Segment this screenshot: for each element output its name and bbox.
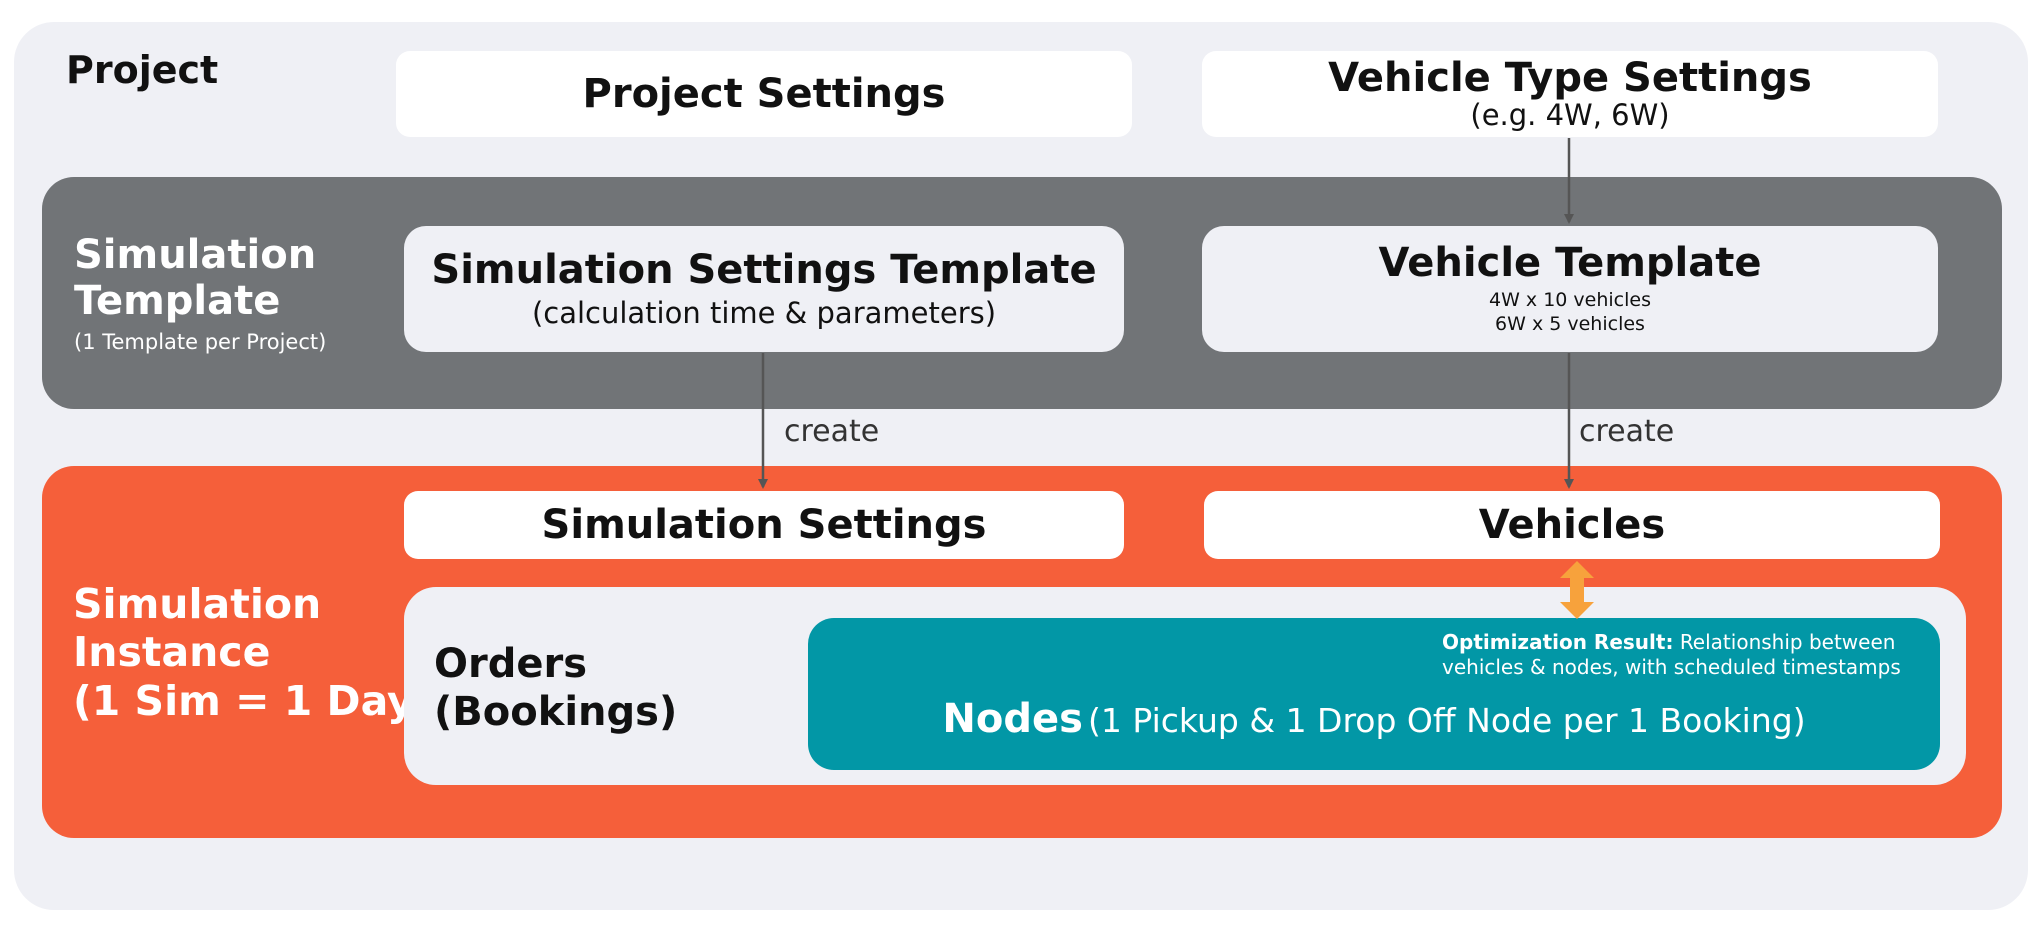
vehicles-title: Vehicles — [1478, 502, 1666, 548]
nodes-panel — [808, 618, 1940, 770]
simulation-settings-template-box: Simulation Settings Template (calculatio… — [404, 226, 1124, 352]
simulation-instance-label-line2: Instance — [73, 628, 271, 677]
create-label-right: create — [1579, 414, 1675, 449]
simulation-instance-label-line1: Simulation — [73, 580, 322, 628]
simulation-settings-template-subtitle: (calculation time & parameters) — [531, 296, 997, 331]
simulation-template-label-line2: Template — [74, 278, 281, 324]
simulation-settings-template-title: Simulation Settings Template — [431, 247, 1097, 294]
vehicles-box: Vehicles — [1204, 491, 1940, 559]
nodes-line: Nodes (1 Pickup & 1 Drop Off Node per 1 … — [808, 696, 1940, 742]
vehicle-type-settings-box: Vehicle Type Settings (e.g. 4W, 6W) — [1202, 51, 1938, 137]
create-label-left: create — [784, 414, 880, 449]
project-settings-box: Project Settings — [396, 51, 1132, 137]
orders-label-line2: (Bookings) — [434, 689, 678, 735]
simulation-settings-title: Simulation Settings — [541, 502, 987, 548]
optimization-result-text: Optimization Result: Relationship betwee… — [1442, 630, 1901, 680]
orders-label-line1: Orders — [434, 641, 588, 687]
simulation-settings-box: Simulation Settings — [404, 491, 1124, 559]
nodes-subtitle: (1 Pickup & 1 Drop Off Node per 1 Bookin… — [1088, 701, 1806, 740]
nodes-title: Nodes — [942, 696, 1083, 742]
vehicle-type-settings-example: (e.g. 4W, 6W) — [1470, 98, 1670, 133]
vehicle-type-settings-title: Vehicle Type Settings — [1328, 55, 1812, 102]
simulation-instance-label: Simulation Instance (1 Sim = 1 Day) — [73, 580, 432, 725]
optimization-result-desc-1: Relationship between — [1679, 630, 1896, 654]
optimization-result-desc-2: vehicles & nodes, with scheduled timesta… — [1442, 655, 1901, 679]
vehicle-template-line1: 4W x 10 vehicles — [1489, 289, 1651, 312]
vehicle-template-line2: 6W x 5 vehicles — [1495, 313, 1645, 335]
project-label: Project — [66, 48, 219, 92]
orders-label: Orders (Bookings) — [434, 640, 677, 736]
simulation-template-label: Simulation Template (1 Template per Proj… — [74, 232, 326, 354]
simulation-template-note: (1 Template per Project) — [74, 330, 327, 354]
project-settings-title: Project Settings — [582, 71, 946, 117]
vehicle-template-title: Vehicle Template — [1378, 240, 1762, 287]
optimization-result-label: Optimization Result: — [1442, 630, 1674, 654]
simulation-instance-label-line3: (1 Sim = 1 Day) — [73, 676, 433, 725]
simulation-template-label-line1: Simulation — [74, 232, 317, 278]
relation-double-arrow — [1560, 561, 1594, 619]
vehicle-template-box: Vehicle Template 4W x 10 vehicles 6W x 5… — [1202, 226, 1938, 352]
